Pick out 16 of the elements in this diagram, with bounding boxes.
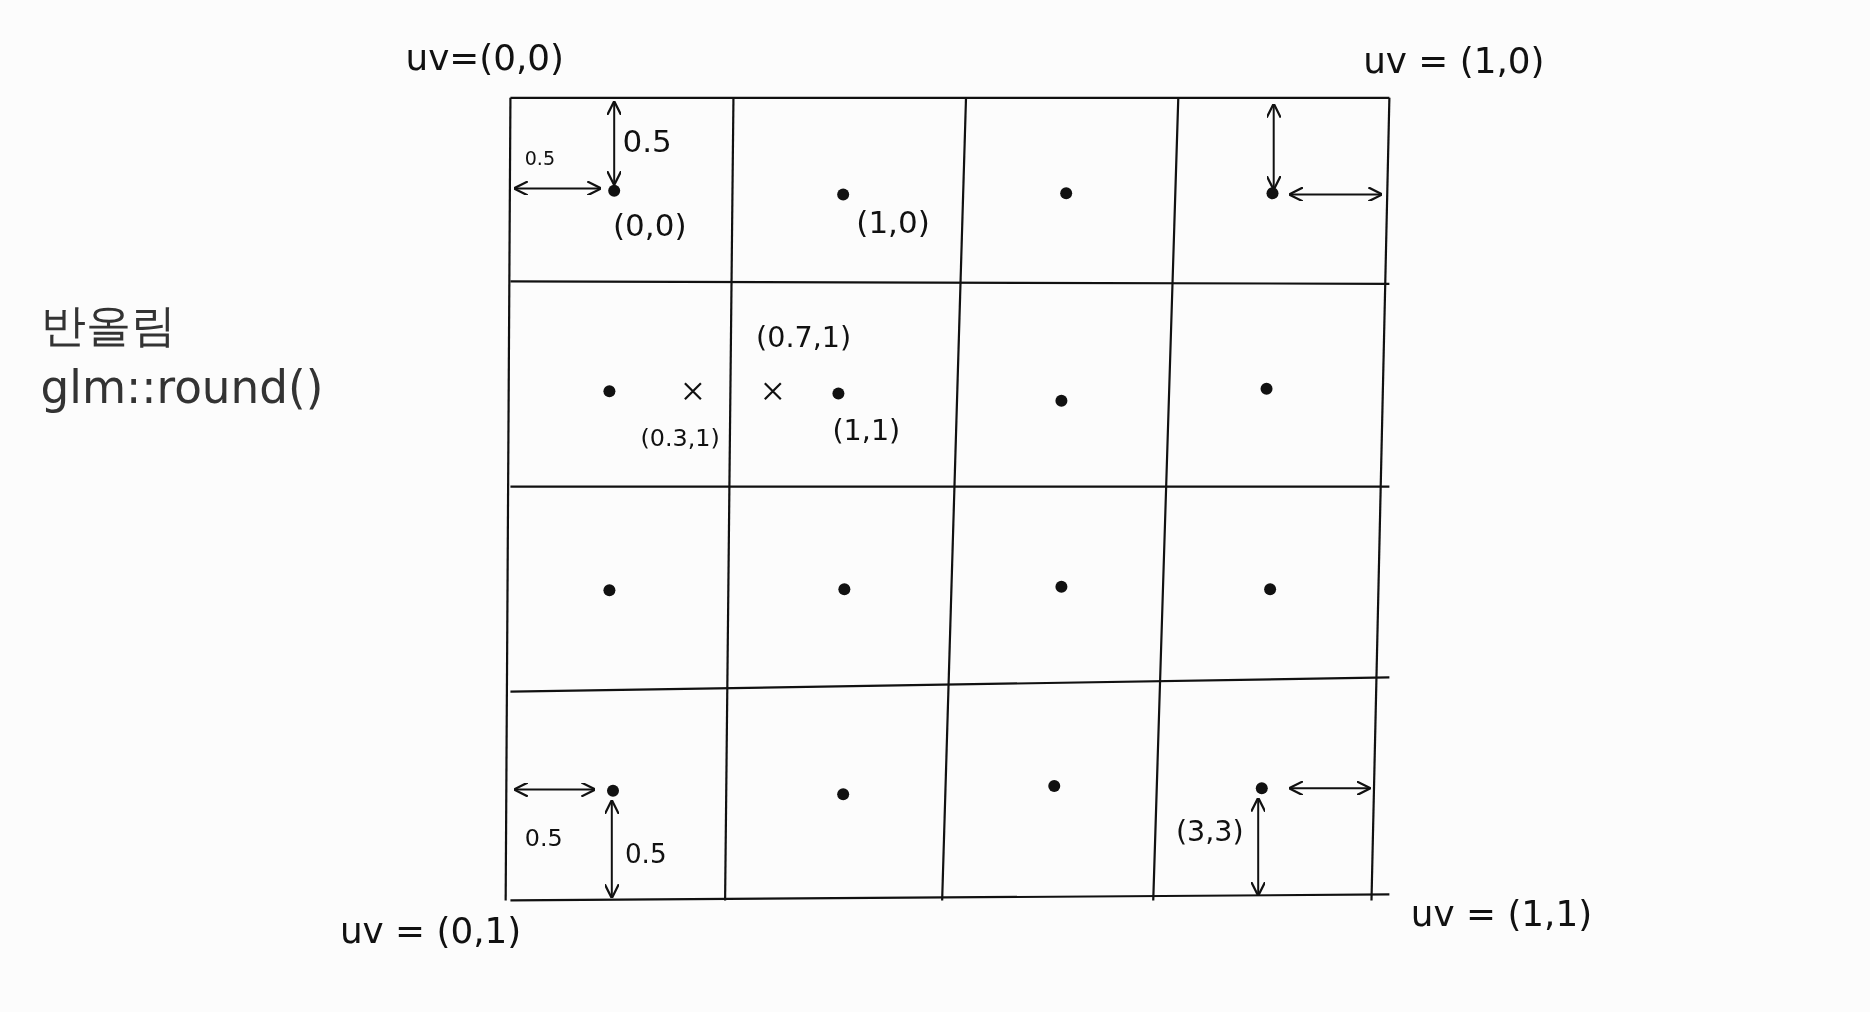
coordinate-label: (1,0) — [856, 205, 930, 240]
uv-coordinate-label: uv = (1,1) — [1410, 894, 1593, 934]
coordinate-label: (0.7,1) — [756, 322, 852, 354]
coordinate-label: (0,0) — [613, 207, 687, 242]
dimension-label: 0.5 — [524, 147, 556, 169]
heading-text: 반올림 — [40, 300, 176, 351]
coordinate-label: (3,3) — [1175, 815, 1244, 848]
uv-coordinate-label: uv=(0,0) — [405, 38, 565, 78]
dimension-label: 0.5 — [524, 825, 563, 852]
uv-coordinate-label: uv = (1,0) — [1363, 40, 1545, 80]
coordinate-label: (0.3,1) — [640, 424, 720, 451]
heading-text: glm::round() — [40, 362, 324, 413]
uv-coordinate-label: uv = (0,1) — [339, 911, 522, 951]
dimension-label: 0.5 — [624, 839, 667, 869]
coordinate-label: (1,1) — [832, 415, 901, 447]
dimension-label: 0.5 — [622, 124, 672, 159]
